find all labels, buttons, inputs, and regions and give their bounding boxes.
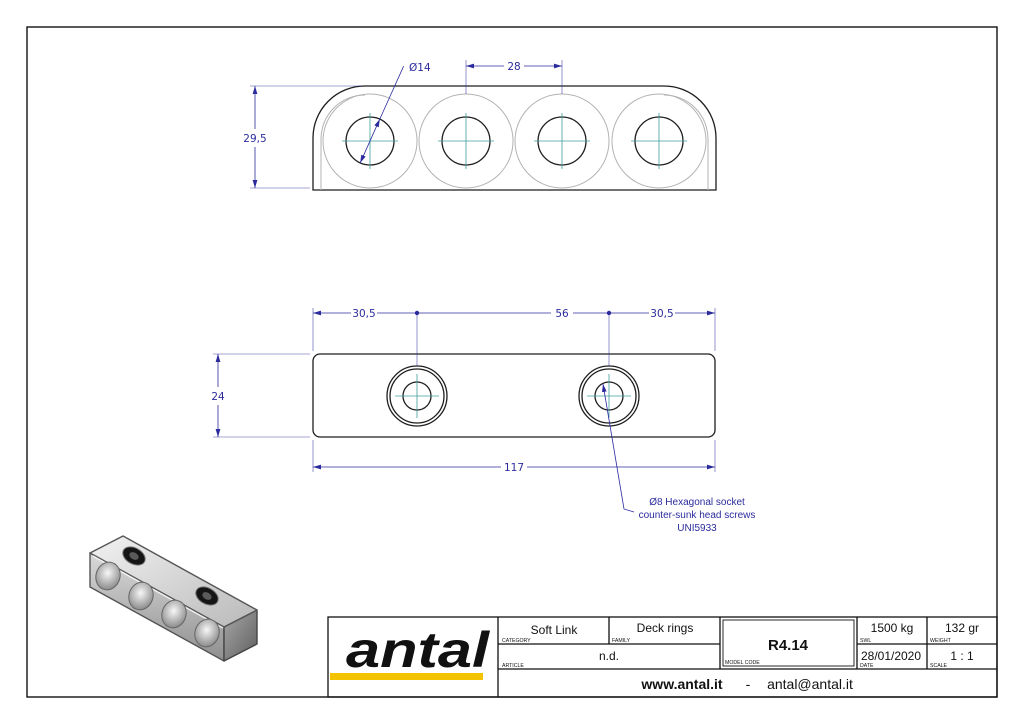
note-line-3: UNI5933 — [677, 523, 717, 534]
right-offset-label: 30,5 — [650, 308, 673, 320]
date-label: DATE — [860, 663, 874, 669]
logo-wordmark: antal — [346, 622, 490, 678]
render-ring-hole — [128, 581, 154, 611]
pitch-label: 28 — [507, 61, 520, 73]
render-screw-head — [202, 592, 212, 600]
title-block: antal Soft Link CATEGORY Deck rings FAMI… — [327, 616, 998, 698]
render-ring-hole — [161, 599, 187, 629]
contact-separator: - — [746, 676, 751, 692]
screw-hole-left — [386, 365, 448, 427]
model-code-label: MODEL CODE — [725, 660, 760, 666]
side-view-ring-2 — [418, 93, 514, 189]
diameter-label: Ø14 — [409, 62, 431, 74]
screw-hole-right — [578, 365, 640, 427]
dimension-ring-pitch: 28 — [465, 60, 563, 94]
logo-yellow-bar — [330, 673, 483, 680]
model-code-value: R4.14 — [768, 637, 809, 654]
side-view-ring-4 — [611, 93, 707, 189]
hole-spacing-label: 56 — [555, 308, 569, 320]
dimension-bore-diameter: Ø14 — [359, 62, 431, 164]
swl-value: 1500 kg — [871, 621, 914, 635]
side-view-ring-3 — [514, 93, 610, 189]
side-view-outline — [312, 85, 717, 191]
weight-value: 132 gr — [945, 621, 979, 635]
dimension-width: 24 — [211, 353, 310, 438]
category-label: CATEGORY — [502, 638, 531, 644]
product-3d-render — [89, 535, 258, 662]
width-label: 24 — [211, 391, 225, 403]
swl-label: SWL — [860, 638, 871, 644]
dimension-dot — [414, 310, 420, 316]
render-screw-head — [129, 552, 139, 560]
ring-outer-circle — [322, 93, 418, 189]
category-value: Soft Link — [531, 623, 579, 637]
note-leader-line — [601, 383, 635, 513]
scale-value: 1 : 1 — [950, 649, 974, 663]
left-offset-label: 30,5 — [352, 308, 375, 320]
side-view-fillet-right — [663, 94, 709, 190]
date-value: 28/01/2020 — [861, 649, 921, 663]
side-view-fillet-left — [320, 94, 366, 190]
dimension-hole-positions: 30,5 56 30,5 — [312, 308, 716, 366]
dimension-dot — [606, 310, 612, 316]
family-label: FAMILY — [612, 638, 631, 644]
model-code-inner-frame — [722, 619, 855, 667]
scale-label: SCALE — [930, 663, 948, 669]
ring-outer-circle — [611, 93, 707, 189]
side-view: Ø14 28 29,5 — [243, 60, 717, 191]
render-ring-hole — [95, 561, 121, 591]
article-value: n.d. — [599, 649, 619, 663]
countersink-inner-circle — [581, 368, 637, 424]
title-block-frame — [327, 616, 998, 698]
diameter-dimension-line — [359, 118, 381, 164]
dimension-height: 29,5 — [243, 85, 362, 189]
website-text: www.antal.it — [640, 676, 722, 692]
dimension-length: 117 — [312, 440, 716, 474]
render-ring-hole — [194, 618, 220, 648]
family-value: Deck rings — [637, 621, 694, 635]
countersink-inner-circle — [389, 368, 445, 424]
screw-note: Ø8 Hexagonal socket counter-sunk head sc… — [601, 383, 756, 534]
email-text: antal@antal.it — [767, 676, 853, 692]
plan-view-outline — [312, 353, 716, 438]
note-line-1: Ø8 Hexagonal socket — [649, 497, 745, 508]
plan-view: 30,5 56 30,5 24 117 Ø8 Hexagonal socket … — [211, 308, 755, 534]
brand-logo: antal — [330, 622, 490, 680]
weight-label: WEIGHT — [930, 638, 952, 644]
note-line-2: counter-sunk head screws — [639, 510, 756, 521]
article-label: ARTICLE — [502, 663, 524, 669]
length-label: 117 — [504, 462, 524, 474]
diameter-leader — [379, 66, 404, 120]
height-label: 29,5 — [243, 133, 266, 145]
